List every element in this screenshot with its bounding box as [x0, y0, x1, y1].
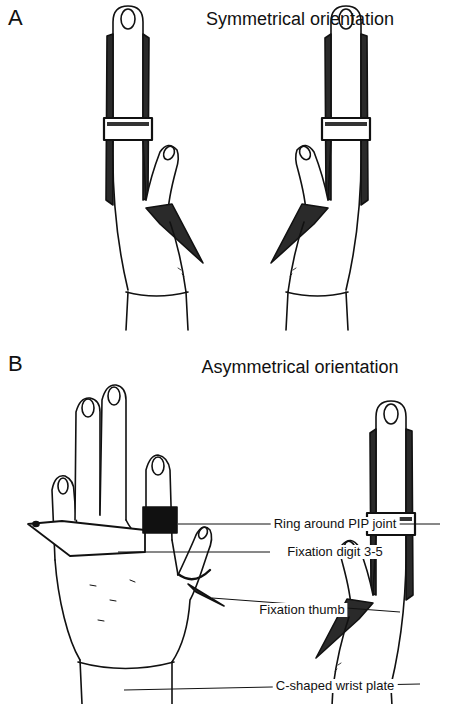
- open-hand-b-part: [33, 522, 39, 527]
- open-hand-b-part: [55, 560, 80, 660]
- open-hand-b-part: [28, 521, 145, 556]
- left-hand-a: [104, 6, 203, 330]
- open-hand-b-part: [172, 540, 178, 575]
- open-hand-b-part: [100, 385, 126, 520]
- leader-lines: [118, 524, 440, 690]
- open-hand-b-part: [171, 662, 173, 704]
- open-hand-b-part: [75, 398, 100, 520]
- part-label: C-shaped wrist plate: [273, 679, 398, 693]
- right-hand-a: [271, 6, 370, 330]
- panel-b-hands: [28, 385, 415, 704]
- open-hand-b-part: [143, 507, 177, 533]
- open-hand-b-part: [58, 478, 68, 494]
- open-hand-b-part: [82, 399, 94, 417]
- panel-letter: B: [8, 352, 23, 376]
- open-hand-b: [28, 385, 224, 704]
- panel-a-hands: [104, 6, 370, 330]
- open-hand-b-part: [80, 660, 82, 704]
- part-label: Ring around PIP joint: [271, 517, 400, 531]
- open-hand-b-part: [178, 570, 210, 579]
- panel-letter: A: [8, 6, 23, 30]
- open-hand-b-part: [188, 584, 224, 606]
- panel-heading: Symmetrical orientation: [206, 10, 394, 30]
- panel-heading: Asymmetrical orientation: [201, 358, 398, 378]
- open-hand-b-part: [197, 526, 209, 540]
- open-hand-b-part: [108, 387, 120, 405]
- part-label: Fixation digit 3-5: [284, 545, 385, 559]
- part-label: Fixation thumb: [256, 603, 347, 617]
- open-hand-b-part: [90, 580, 135, 621]
- open-hand-b-part: [78, 662, 174, 669]
- open-hand-b-part: [152, 457, 164, 475]
- leader-lines-part: [118, 552, 270, 553]
